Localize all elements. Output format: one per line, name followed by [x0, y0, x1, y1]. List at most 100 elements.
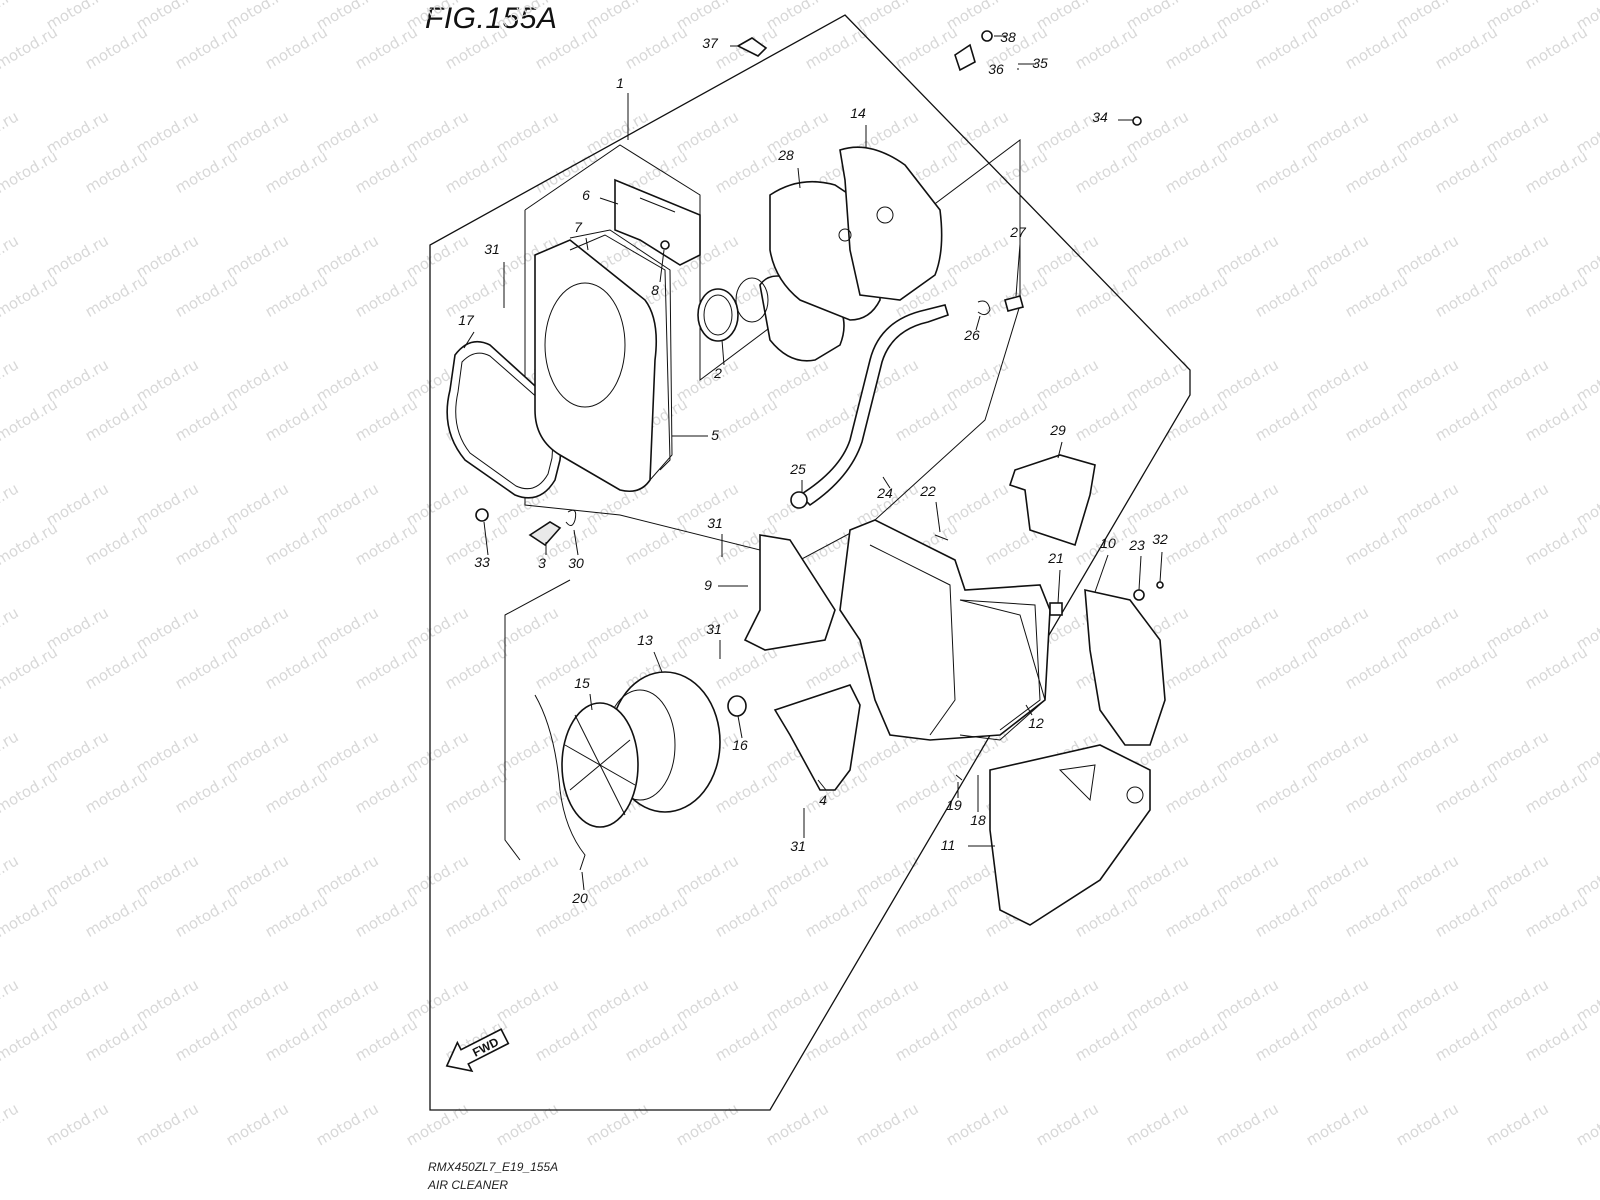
leader-line-30 [573, 529, 579, 556]
watermark-text: motod.ru [1522, 519, 1591, 569]
watermark-text: motod.ru [262, 1015, 331, 1065]
watermark-text: motod.ru [352, 147, 421, 197]
leader-line-16 [737, 715, 743, 739]
leader-line-27 [1015, 243, 1021, 297]
watermark-text: motod.ru [1072, 1015, 1141, 1065]
watermark-text: motod.ru [0, 23, 61, 73]
watermark-text: motod.ru [802, 1015, 871, 1065]
watermark-text: motod.ru [583, 1099, 652, 1149]
callout-31b: 31 [707, 515, 723, 531]
watermark-text: motod.ru [1162, 767, 1231, 817]
watermark-text: motod.ru [172, 395, 241, 445]
watermark-text: motod.ru [82, 1015, 151, 1065]
callout-38: 38 [1000, 29, 1016, 45]
watermark-text: motod.ru [133, 1099, 202, 1149]
washer-part-23 [1133, 589, 1145, 601]
watermark-text: motod.ru [0, 107, 22, 157]
watermark-text: motod.ru [982, 395, 1051, 445]
watermark-text: motod.ru [262, 519, 331, 569]
watermark-text: motod.ru [1522, 767, 1591, 817]
leader-line-12 [1025, 704, 1033, 716]
watermark-text: motod.ru [172, 23, 241, 73]
watermark-text: motod.ru [1432, 23, 1501, 73]
watermark-text: motod.ru [1342, 643, 1411, 693]
leader-line-4 [817, 779, 827, 791]
watermark-text: motod.ru [1252, 23, 1321, 73]
callout-27: 27 [1009, 224, 1027, 240]
snorkel-part-29 [1008, 454, 1096, 547]
leader-line-20 [581, 871, 585, 891]
watermark-text: motod.ru [442, 147, 511, 197]
callout-29: 29 [1049, 422, 1066, 438]
seal-part-12 [959, 599, 1046, 741]
callout-25: 25 [789, 461, 806, 477]
subgroup-boundary-upper [524, 139, 1021, 561]
watermark-text: motod.ru [0, 643, 61, 693]
side-cover-part-11 [989, 744, 1151, 926]
watermark-text: motod.ru [1252, 147, 1321, 197]
watermark-text: motod.ru [442, 271, 511, 321]
watermark-text: motod.ru [892, 395, 961, 445]
watermark-text: motod.ru [1162, 23, 1231, 73]
callout-2: 2 [713, 365, 722, 381]
clip-part-19 [955, 774, 963, 781]
watermark-text: motod.ru [0, 147, 61, 197]
watermark-text: motod.ru [892, 891, 961, 941]
leader-line-7 [585, 237, 589, 251]
housing-part-14 [838, 146, 943, 301]
watermark-text: motod.ru [892, 1015, 961, 1065]
watermark-text: motod.ru [1432, 891, 1501, 941]
watermark-text: motod.ru [982, 1015, 1051, 1065]
watermark-text: motod.ru [0, 479, 22, 529]
callout-21: 21 [1047, 550, 1064, 566]
gasket-part-7 [569, 234, 671, 471]
watermark-text: motod.ru [712, 147, 781, 197]
watermark-text: motod.ru [1342, 519, 1411, 569]
watermark-text: motod.ru [802, 891, 871, 941]
watermark-text: motod.ru [82, 891, 151, 941]
watermark-text: motod.ru [352, 643, 421, 693]
watermark-text: motod.ru [1252, 767, 1321, 817]
callout-6: 6 [582, 187, 590, 203]
callout-20: 20 [571, 890, 588, 906]
watermark-text: motod.ru [532, 643, 601, 693]
leader-line-24 [882, 476, 891, 489]
watermark-text: motod.ru [0, 395, 61, 445]
bolt-part-32 [1156, 581, 1164, 589]
watermark-text: motod.ru [1033, 1099, 1102, 1149]
watermark-text: motod.ru [1072, 23, 1141, 73]
assembly-boundary [429, 14, 1191, 1111]
watermark-text: motod.ru [82, 519, 151, 569]
watermark-text: motod.ru [622, 519, 691, 569]
plate-part-5 [534, 229, 673, 493]
watermark-text: motod.ru [1483, 1099, 1552, 1149]
watermark-text: motod.ru [262, 891, 331, 941]
watermark-text: motod.ru [352, 519, 421, 569]
watermark-text: motod.ru [262, 147, 331, 197]
watermark-text: motod.ru [352, 1015, 421, 1065]
callout-8: 8 [651, 282, 659, 298]
wire-part-20 [534, 694, 586, 871]
leader-line-15 [589, 693, 593, 711]
watermark-text: motod.ru [0, 891, 61, 941]
bracket-part-37 [736, 37, 768, 57]
watermark-text: motod.ru [1252, 891, 1321, 941]
watermark-text: motod.ru [1072, 271, 1141, 321]
watermark-text: motod.ru [352, 271, 421, 321]
watermark-text: motod.ru [82, 767, 151, 817]
watermark-text: motod.ru [442, 767, 511, 817]
callout-11: 11 [941, 837, 956, 853]
callout-12: 12 [1028, 715, 1044, 731]
fwd-arrow-icon [445, 1028, 510, 1073]
nut-part-21 [1049, 602, 1063, 616]
watermark-text: motod.ru [0, 0, 22, 33]
plate-part-6 [614, 178, 701, 266]
callout-labels: 1234567891011121314151617181920212223242… [458, 29, 1168, 906]
callout-7: 7 [574, 219, 583, 235]
watermark-text: motod.ru [982, 147, 1051, 197]
watermark-text: motod.ru [0, 1015, 61, 1065]
leader-line-13 [653, 651, 663, 673]
callout-26: 26 [963, 327, 980, 343]
watermark-text: motod.ru [1432, 519, 1501, 569]
